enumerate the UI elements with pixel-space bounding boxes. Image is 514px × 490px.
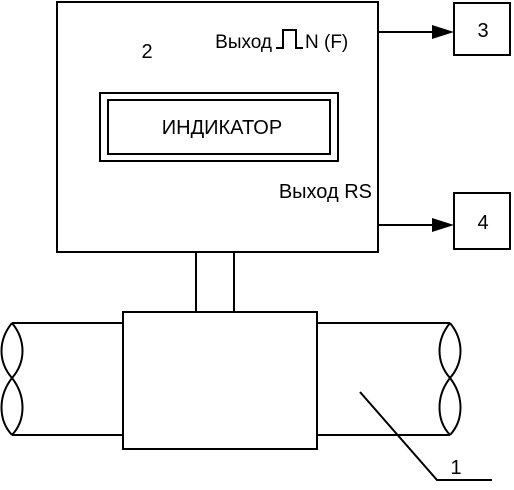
pulse-output-arrowhead (432, 25, 454, 39)
pipe-leader-line (359, 391, 492, 481)
pipe-left-break-inner (10, 322, 24, 436)
indicator-outer-frame (99, 92, 339, 162)
indicator-label: ИНДИКАТОР (162, 117, 282, 139)
pulse-signal-icon (276, 29, 303, 49)
receiver-box-3 (453, 2, 511, 56)
rs-output-label: Выход RS (279, 181, 372, 203)
pulse-output-suffix: N (F) (305, 32, 348, 53)
connector-neck (195, 251, 235, 313)
sensor-body (122, 311, 318, 450)
rs-output-arrowhead (432, 218, 454, 232)
pipe-right-break-outer (448, 322, 462, 436)
receiver-label-4: 4 (477, 212, 488, 234)
pipe-left-break-outer (0, 322, 14, 436)
main-unit-label: 2 (141, 41, 152, 63)
pipe-right-break-inner (438, 322, 452, 436)
pulse-output-prefix: Выход (215, 32, 272, 53)
pipe-label: 1 (450, 457, 461, 479)
receiver-box-4 (453, 192, 511, 250)
receiver-label-3: 3 (477, 20, 488, 42)
indicator-inner-frame (107, 99, 331, 155)
